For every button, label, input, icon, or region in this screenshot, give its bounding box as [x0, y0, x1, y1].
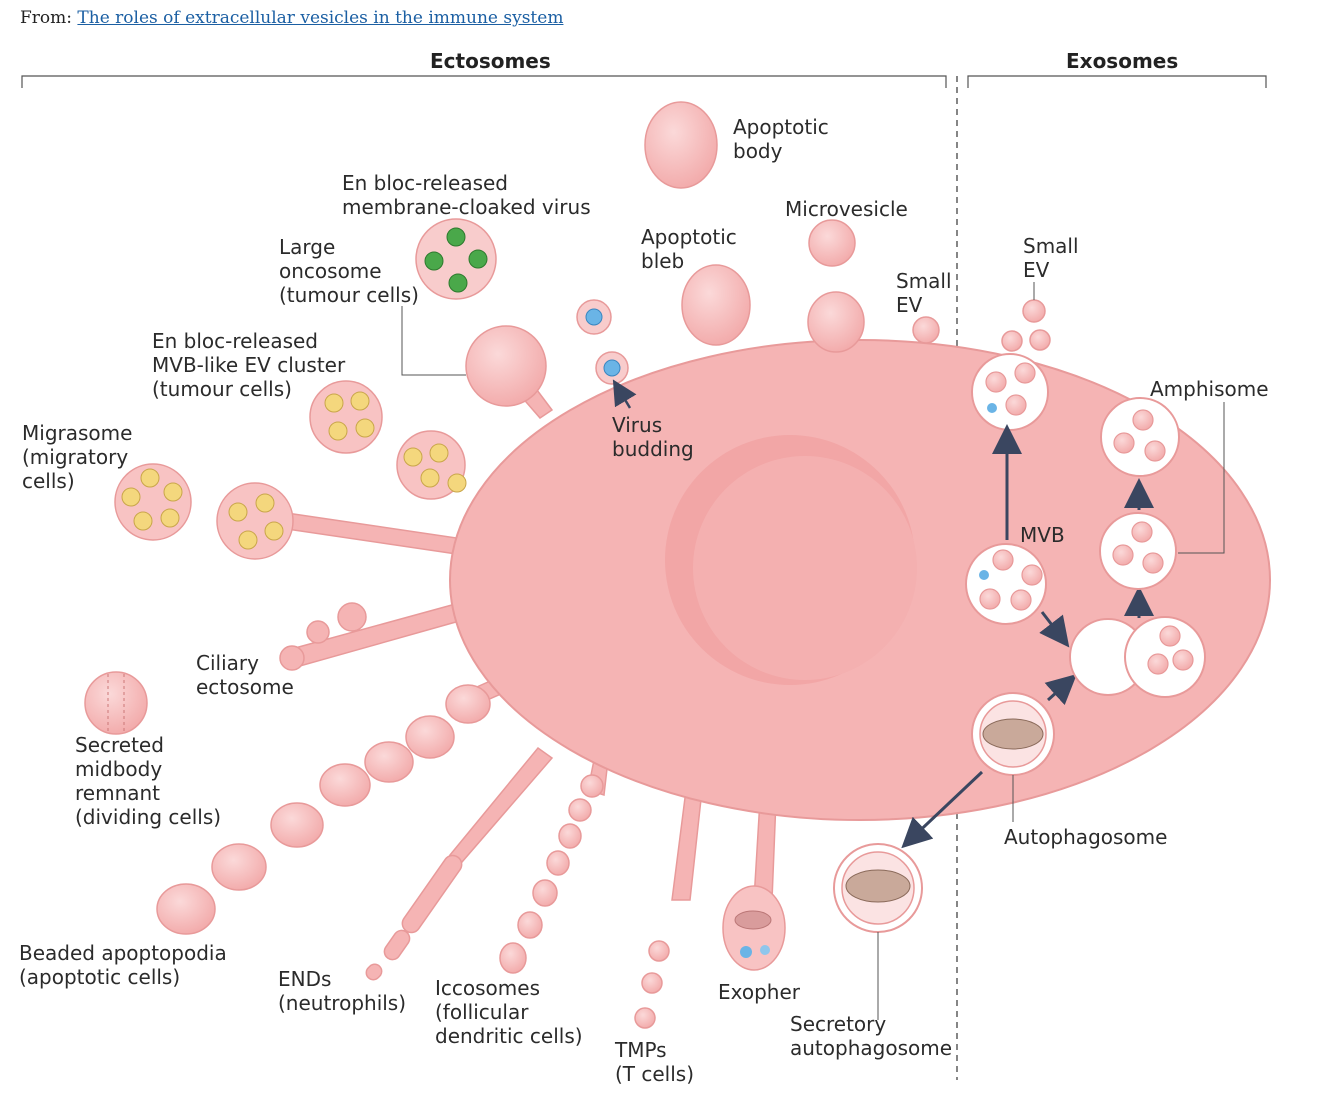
exosomes-title: Exosomes [1066, 49, 1179, 73]
microvesicle [808, 219, 856, 267]
label-small-ev-exo: Small EV [1023, 234, 1079, 282]
mvb-cluster-budding [396, 430, 467, 500]
label-mvb: MVB [1020, 523, 1065, 547]
label-tmps: TMPs (T cells) [615, 1038, 695, 1086]
exosomes-bracket [967, 75, 1267, 88]
tmp-beads [634, 940, 670, 1029]
fusion-compartment [1069, 616, 1206, 698]
migrasome-free [114, 463, 192, 541]
ectosomes-bracket [21, 75, 947, 88]
label-iccosomes: Iccosomes (follicular dendritic cells) [435, 976, 583, 1048]
label-apoptotic-bleb: Apoptotic bleb [641, 225, 737, 273]
label-exopher: Exopher [718, 980, 800, 1004]
beaded-apoptopodia [156, 684, 491, 935]
secretory-arrow [901, 770, 984, 849]
oncosome-leader [401, 306, 466, 376]
label-beaded: Beaded apoptopodia (apoptotic cells) [19, 941, 227, 989]
label-ends: ENDs (neutrophils) [278, 967, 407, 1015]
virus-cluster [415, 218, 497, 300]
apoptotic-body [644, 101, 718, 189]
label-small-ev-ecto: Small EV [896, 269, 952, 317]
ciliary-bulbs [279, 602, 367, 671]
large-oncosome [465, 325, 547, 407]
iccosome-beads [499, 774, 604, 974]
label-secretory-autophagosome: Secretory autophagosome [790, 1012, 953, 1060]
amphisome-upper [1100, 397, 1180, 477]
midbody-remnant [84, 671, 148, 735]
label-virus-budding: Virus budding [612, 413, 694, 461]
apoptotic-bleb [681, 264, 751, 346]
exopher [722, 885, 786, 971]
label-autophagosome: Autophagosome [1004, 825, 1168, 849]
migrasome-attached [216, 482, 294, 560]
label-microvesicle: Microvesicle [785, 197, 908, 221]
virus-budding-arrow [612, 379, 637, 409]
label-apoptotic-body: Apoptotic body [733, 115, 829, 163]
amphisome-leader [1178, 402, 1225, 554]
source-header: From: The roles of extracellular vesicle… [20, 8, 563, 28]
label-en-bloc-virus: En bloc-released membrane-cloaked virus [342, 171, 591, 219]
ectosomes-title: Ectosomes [430, 49, 551, 73]
mvb [965, 543, 1047, 625]
label-ciliary-ectosome: Ciliary ectosome [196, 651, 294, 699]
secretory-autophagosome [833, 843, 923, 933]
label-amphisome: Amphisome [1150, 377, 1269, 401]
label-midbody: Secreted midbody remnant (dividing cells… [75, 733, 222, 829]
ends-segments [365, 854, 463, 981]
label-en-bloc-mvb: En bloc-released MVB-like EV cluster (tu… [152, 329, 346, 401]
small-ev-budding [912, 316, 940, 344]
virus-vesicle [576, 299, 612, 335]
fusing-mvb [971, 353, 1049, 431]
mvb-cluster-free [309, 380, 383, 454]
mvb-to-fusion-arrow [1039, 611, 1070, 648]
exosome-small-evs [1001, 299, 1051, 352]
nucleus-inner [693, 456, 917, 680]
label-migrasome: Migrasome (migratory cells) [22, 421, 133, 493]
autophagosome-to-fusion-arrow [1044, 673, 1077, 706]
virus-budding [595, 351, 629, 385]
source-prefix: From: [20, 8, 73, 28]
autophagosome [971, 692, 1055, 776]
label-large-oncosome: Large oncosome (tumour cells) [279, 235, 419, 307]
amphisome-lower [1099, 512, 1177, 590]
source-link[interactable]: The roles of extracellular vesicles in t… [77, 8, 564, 28]
microvesicle-budding [807, 291, 865, 353]
